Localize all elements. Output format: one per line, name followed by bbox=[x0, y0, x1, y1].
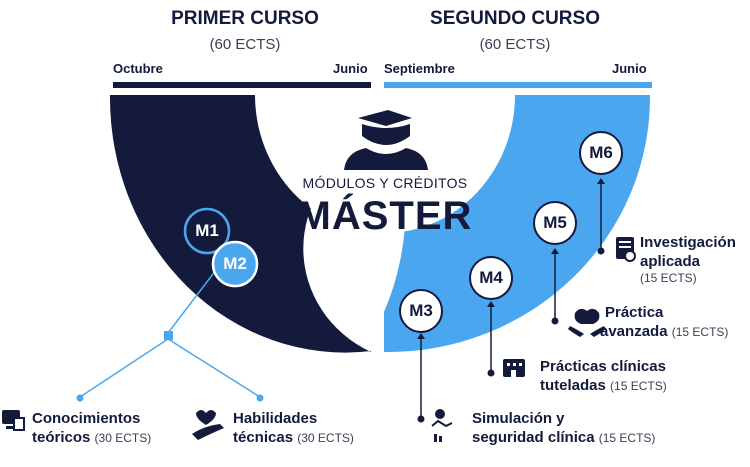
computer-icon bbox=[2, 410, 25, 431]
arrow-m5 bbox=[551, 248, 559, 254]
label-habilidades-title: Habilidades bbox=[233, 410, 318, 427]
label-practica-avanzada: Práctica avanzada (15 ECTS) bbox=[600, 303, 728, 342]
label-conocimientos-line2: teóricos (30 ECTS) bbox=[32, 429, 152, 446]
research-doc-icon bbox=[616, 237, 636, 262]
connector-dot-right bbox=[256, 394, 264, 402]
arrow-m4 bbox=[487, 301, 495, 307]
arrow-m6 bbox=[597, 178, 605, 184]
dot-simulacion bbox=[417, 415, 425, 423]
label-practicas-clinicas: Prácticas clínicas tuteladas (15 ECTS) bbox=[540, 357, 667, 396]
module-m1-label: M1 bbox=[195, 221, 219, 240]
label-practicas-clinicas-title: Prácticas clínicas bbox=[540, 358, 666, 375]
year1-title: PRIMER CURSO bbox=[171, 8, 319, 29]
year1-timeline-bar bbox=[113, 82, 371, 88]
year1-ects: (60 ECTS) bbox=[209, 36, 281, 53]
graduate-icon bbox=[344, 110, 428, 170]
arrow-m3 bbox=[417, 333, 425, 339]
dot-practica-avanzada bbox=[551, 317, 559, 325]
label-practica-avanzada-line2: avanzada (15 ECTS) bbox=[600, 323, 729, 340]
label-practicas-clinicas-line2: tuteladas (15 ECTS) bbox=[540, 377, 667, 394]
right-connectors bbox=[420, 180, 602, 418]
label-habilidades: Habilidades técnicas (30 ECTS) bbox=[233, 409, 354, 448]
module-m4 bbox=[469, 256, 513, 300]
module-m4-label: M4 bbox=[479, 268, 503, 287]
label-conocimientos: Conocimientos teóricos (30 ECTS) bbox=[32, 409, 151, 448]
center-title: MÁSTER bbox=[297, 194, 473, 238]
label-investigacion-line2: aplicada bbox=[640, 253, 701, 270]
label-simulacion-title: Simulación y bbox=[472, 410, 565, 427]
module-m2-label: M2 bbox=[223, 254, 247, 273]
brain-hands-icon bbox=[568, 308, 606, 337]
module-m5 bbox=[533, 201, 577, 245]
label-practica-avanzada-title: Práctica bbox=[605, 304, 664, 321]
hospital-icon bbox=[503, 359, 525, 377]
module-m3-label: M3 bbox=[409, 301, 433, 320]
connector-dot-left bbox=[76, 394, 84, 402]
simulation-icon bbox=[431, 409, 453, 442]
year2-end-month: Junio bbox=[612, 61, 647, 76]
connector-node bbox=[164, 331, 173, 340]
label-investigacion: Investigación aplicada (15 ECTS) bbox=[640, 233, 736, 285]
year2-timeline-bar bbox=[384, 82, 652, 88]
year1-end-month: Junio bbox=[333, 61, 368, 76]
label-habilidades-line2: técnicas (30 ECTS) bbox=[233, 429, 354, 446]
module-m1 bbox=[183, 207, 231, 255]
year2-ects: (60 ECTS) bbox=[479, 36, 551, 53]
dot-practicas-clinicas bbox=[487, 369, 495, 377]
year2-title: SEGUNDO CURSO bbox=[430, 8, 600, 29]
module-m2 bbox=[211, 240, 259, 288]
heartbeat-hands-icon bbox=[192, 410, 224, 440]
label-investigacion-title: Investigación bbox=[640, 234, 736, 251]
label-simulacion: Simulación y seguridad clínica (15 ECTS) bbox=[472, 409, 655, 448]
year1-start-month: Octubre bbox=[113, 61, 163, 76]
module-m6 bbox=[579, 131, 623, 175]
center-subtitle: MÓDULOS Y CRÉDITOS bbox=[302, 175, 468, 191]
label-conocimientos-title: Conocimientos bbox=[32, 410, 141, 427]
left-connectors bbox=[79, 269, 261, 398]
year2-start-month: Septiembre bbox=[384, 61, 455, 76]
module-m3 bbox=[399, 289, 443, 333]
module-m6-label: M6 bbox=[589, 143, 613, 162]
label-investigacion-ects: (15 ECTS) bbox=[640, 271, 697, 285]
label-simulacion-line2: seguridad clínica (15 ECTS) bbox=[472, 429, 656, 446]
module-m5-label: M5 bbox=[543, 213, 567, 232]
dot-investigacion bbox=[597, 247, 605, 255]
